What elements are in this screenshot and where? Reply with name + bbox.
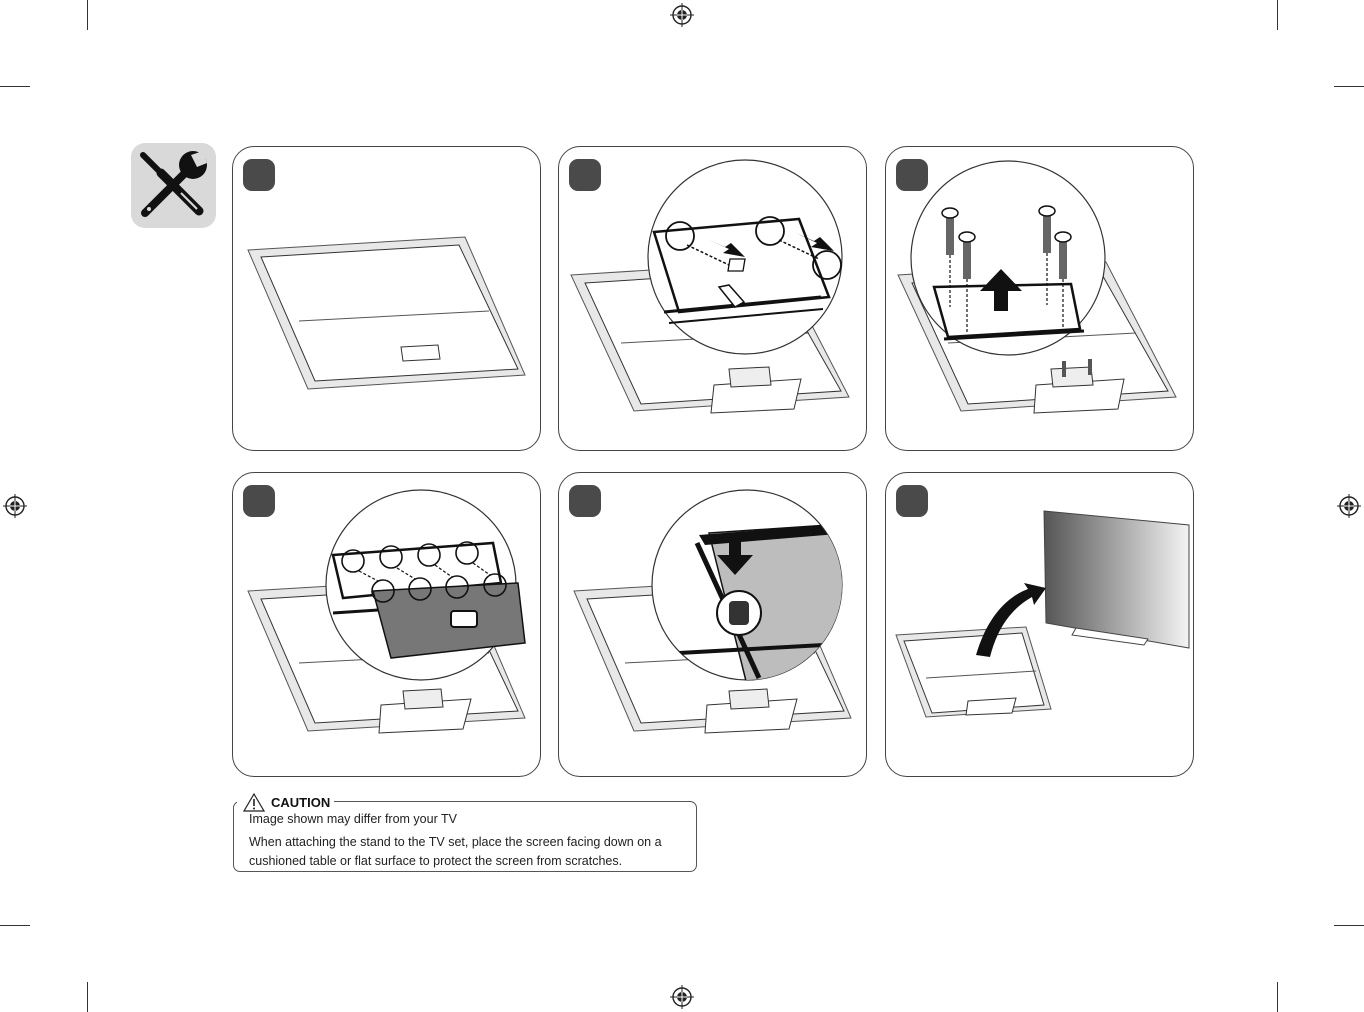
screwdriver-wrench-icon: [131, 143, 216, 228]
cover-attach-illustration: [233, 473, 541, 777]
step-6-panel: [885, 472, 1194, 777]
caution-title: CAUTION: [271, 795, 330, 810]
screw-fastening-illustration: [886, 147, 1194, 451]
cable-clip-illustration: [559, 473, 867, 777]
crop-mark: [87, 982, 88, 1012]
crop-mark: [0, 925, 30, 926]
registration-mark-icon: [670, 3, 694, 27]
crop-mark: [1334, 86, 1364, 87]
step-2-panel: [558, 146, 867, 451]
caution-line: Image shown may differ from your TV: [249, 810, 457, 829]
stand-insert-illustration: [559, 147, 867, 451]
registration-mark-icon: [670, 985, 694, 1009]
step-5-panel: [558, 472, 867, 777]
step-4-panel: [232, 472, 541, 777]
step-1-panel: [232, 146, 541, 451]
registration-mark-icon: [1337, 494, 1361, 518]
crop-mark: [1277, 0, 1278, 30]
registration-mark-icon: [3, 494, 27, 518]
step-3-panel: [885, 146, 1194, 451]
caution-line: When attaching the stand to the TV set, …: [249, 833, 662, 852]
warning-triangle-icon: [243, 793, 265, 812]
tv-stand-up-illustration: [886, 473, 1194, 777]
caution-line: cushioned table or flat surface to prote…: [249, 852, 622, 871]
crop-mark: [87, 0, 88, 30]
crop-mark: [1277, 982, 1278, 1012]
crop-mark: [0, 86, 30, 87]
caution-heading: CAUTION: [237, 792, 334, 812]
crop-mark: [1334, 925, 1364, 926]
tv-back-illustration: [233, 147, 541, 451]
